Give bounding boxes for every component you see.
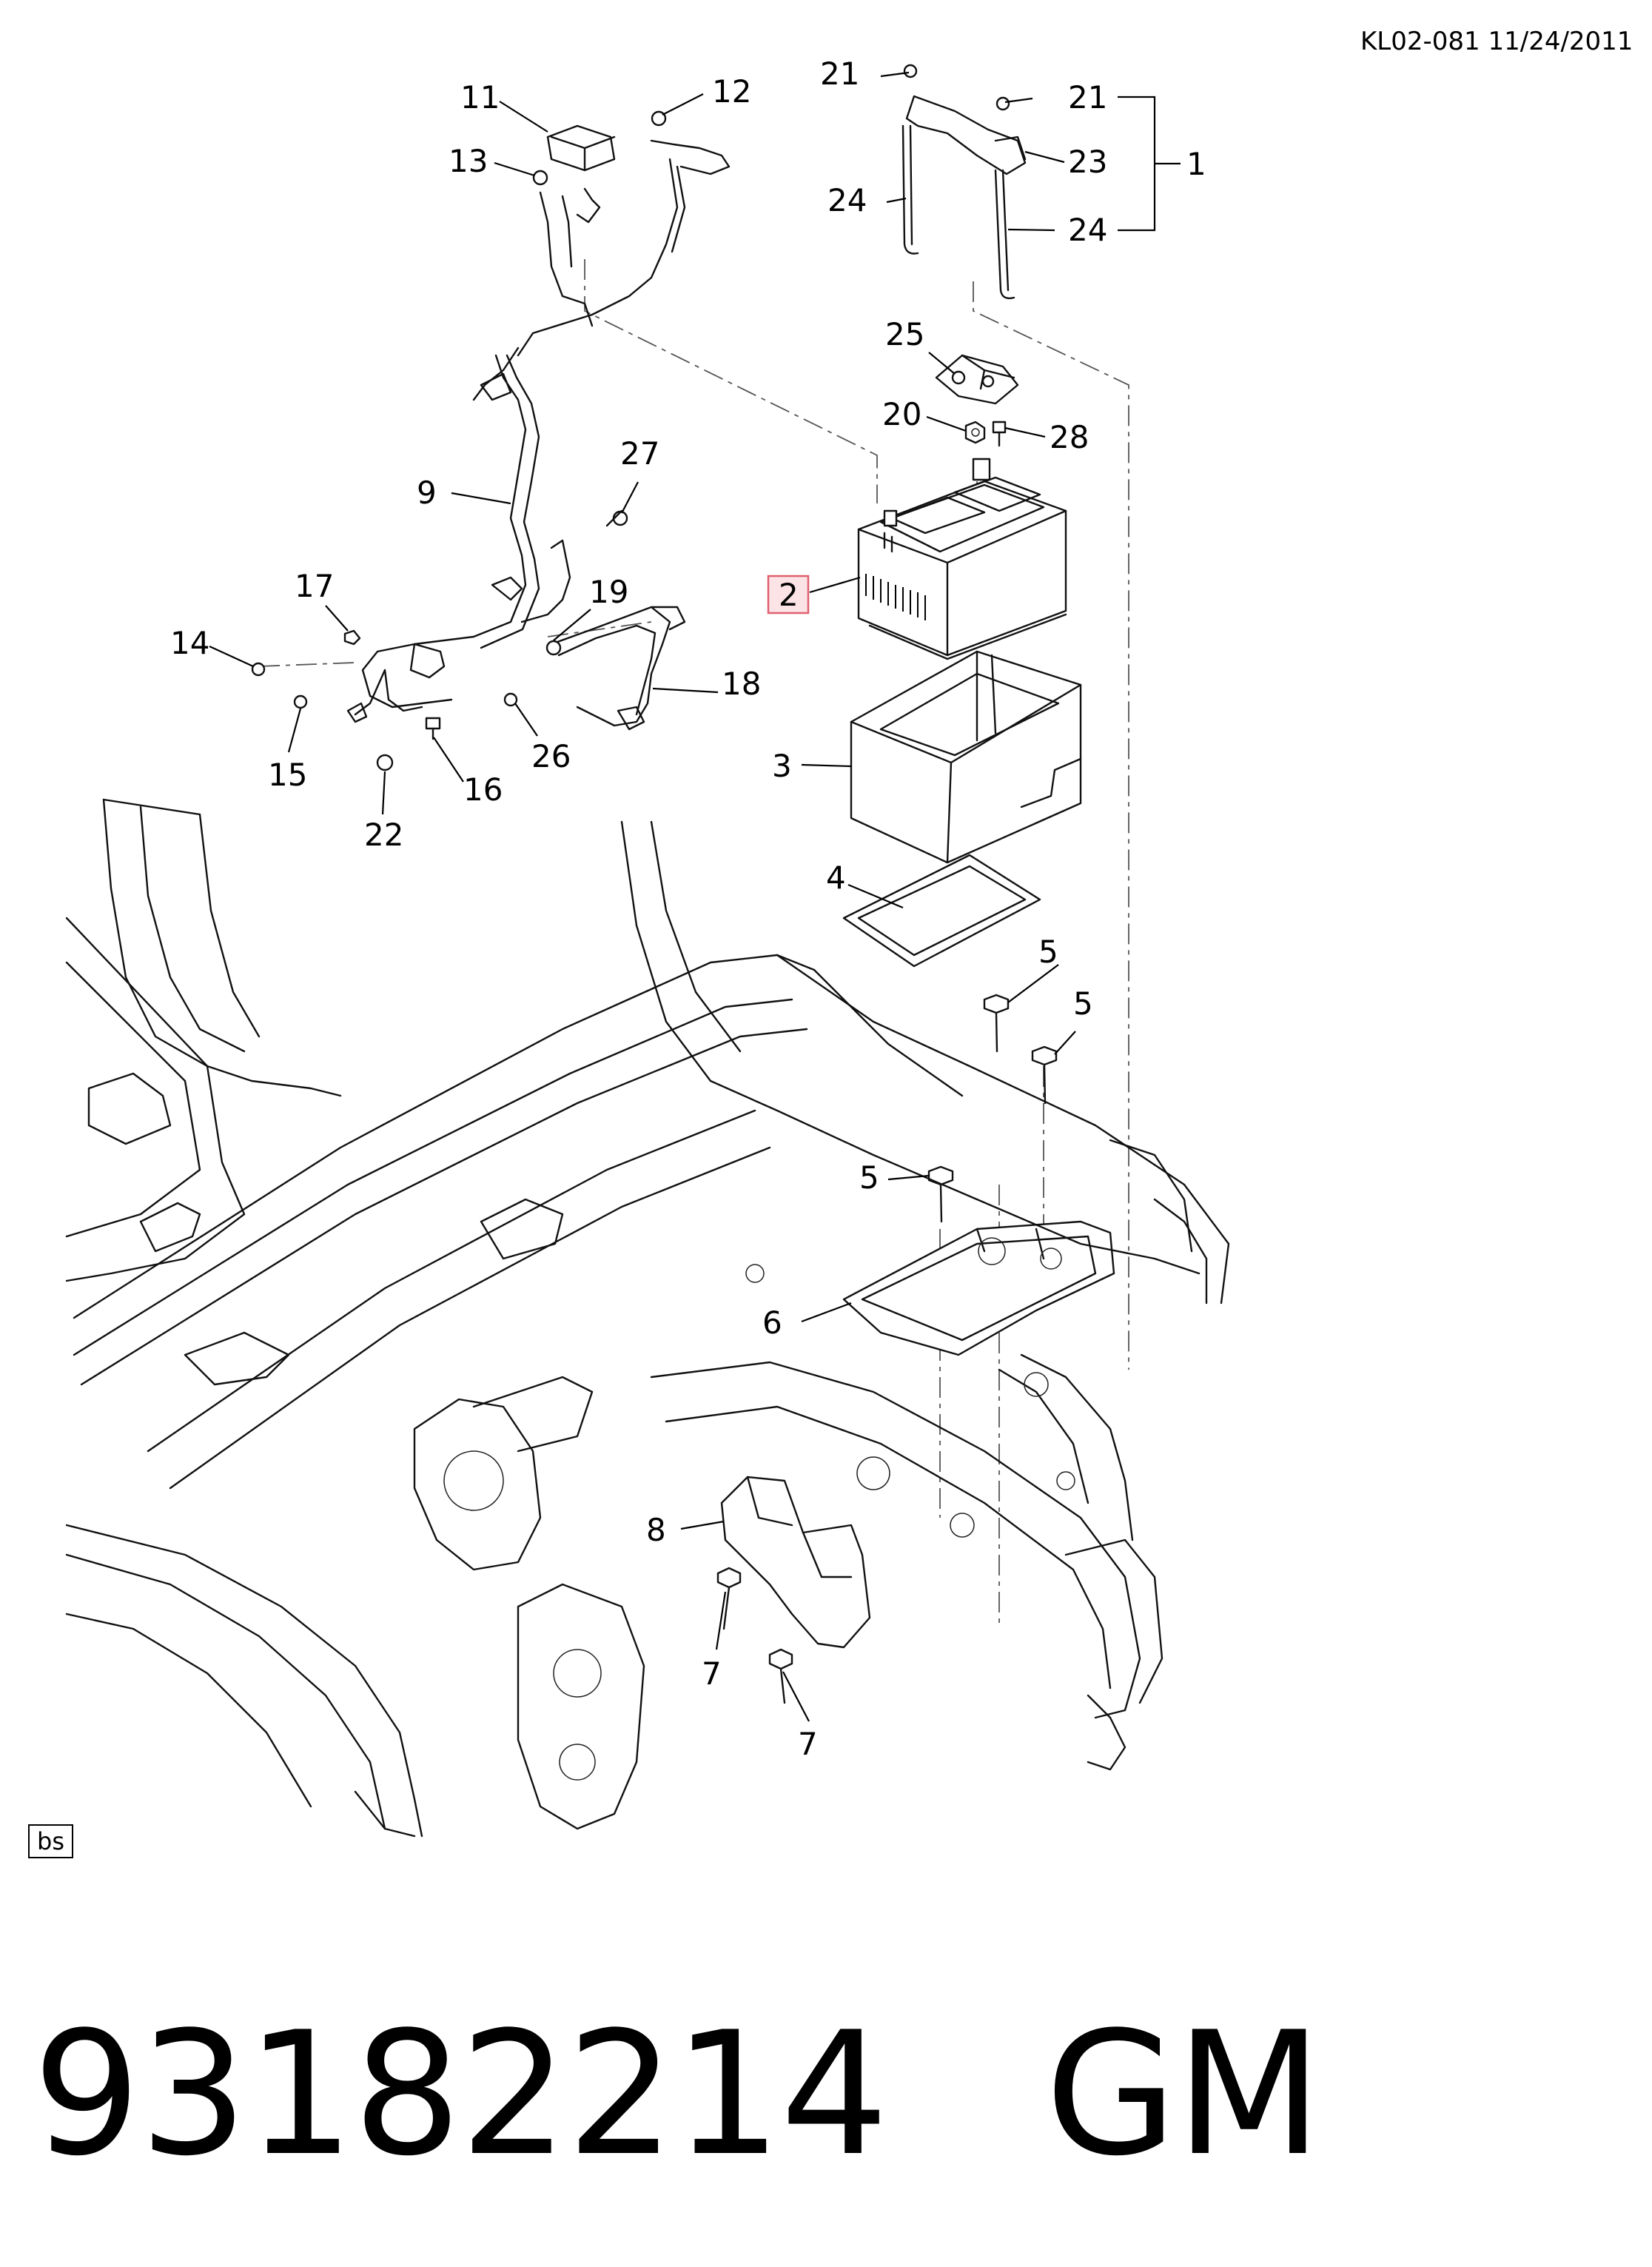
callout-2: 2 <box>779 577 799 613</box>
callout-18: 18 <box>722 666 761 702</box>
nut-20 <box>964 421 986 444</box>
part-number-footer: 93182214 GM <box>33 1996 1323 2194</box>
alignment-lines <box>258 259 1129 1629</box>
callout-13: 13 <box>449 143 488 179</box>
callout-1: 1 <box>1186 146 1206 182</box>
callout-4: 4 <box>826 860 846 896</box>
callout-12: 12 <box>712 73 751 110</box>
hold-down-strap-kit <box>901 64 1027 300</box>
callout-5c: 5 <box>859 1159 879 1196</box>
callout-27: 27 <box>620 435 659 472</box>
callout-8: 8 <box>646 1512 666 1548</box>
callout-24b: 24 <box>1068 212 1107 248</box>
bolts-5 <box>927 994 1058 1223</box>
callout-5a: 5 <box>1038 934 1058 970</box>
battery-tray-support <box>720 1476 871 1649</box>
drawing-code: KL02-081 11/24/2011 <box>1360 27 1633 56</box>
view-tag: bs <box>28 1824 73 1858</box>
terminal-clamp <box>935 354 1019 405</box>
callout-24a: 24 <box>827 182 867 218</box>
callout-15: 15 <box>268 757 307 793</box>
leader-lines <box>209 71 1181 1722</box>
callout-23: 23 <box>1068 144 1107 180</box>
callout-20: 20 <box>882 396 921 432</box>
battery-insulator-box <box>850 650 1082 864</box>
front-body-structure <box>65 798 1230 1838</box>
battery-cable-harness <box>251 110 731 771</box>
battery-tray <box>842 1220 1115 1356</box>
highlight-box <box>767 575 810 615</box>
battery-tray-pad <box>842 854 1041 968</box>
part-number: 93182214 <box>33 1996 889 2194</box>
ground-cable <box>545 606 686 731</box>
bolt-28 <box>992 421 1007 447</box>
callout-5b: 5 <box>1073 985 1093 1022</box>
callout-16: 16 <box>463 771 503 808</box>
callout-11: 11 <box>460 79 500 115</box>
callout-21a: 21 <box>820 56 859 92</box>
callout-labels: 1 2 3 4 5 5 5 6 7 7 8 9 11 12 13 14 15 1… <box>170 56 1206 1762</box>
footer-spacer <box>887 1996 1045 2194</box>
callout-7b: 7 <box>798 1726 818 1762</box>
callout-21b: 21 <box>1068 79 1107 115</box>
callout-26: 26 <box>531 738 571 774</box>
battery <box>857 458 1067 660</box>
brand: GM <box>1045 1996 1323 2194</box>
battery-label-hatch <box>865 574 926 620</box>
callout-19: 19 <box>589 574 628 610</box>
callout-28: 28 <box>1050 419 1089 455</box>
callout-14: 14 <box>170 625 209 661</box>
callout-22: 22 <box>364 817 403 853</box>
callout-25: 25 <box>885 316 924 352</box>
callout-7a: 7 <box>702 1655 722 1692</box>
callout-6: 6 <box>762 1305 782 1341</box>
callout-17: 17 <box>295 568 334 604</box>
callout-3: 3 <box>772 748 792 784</box>
bolts-7 <box>716 1567 793 1704</box>
callout-9: 9 <box>417 475 437 511</box>
